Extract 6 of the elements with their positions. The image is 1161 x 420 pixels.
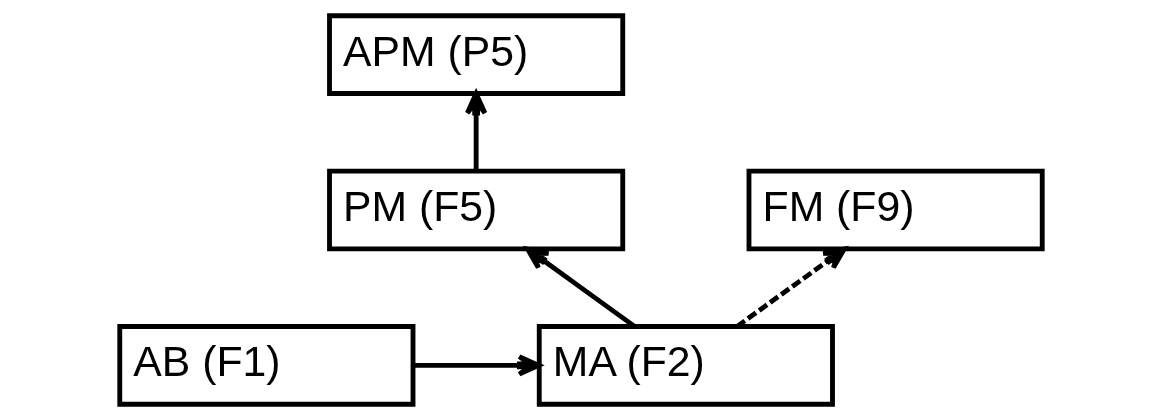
arrow [735,246,847,329]
node-box: FM (F9) [746,168,1045,252]
node-box: AB (F1) [116,324,415,407]
node-box: APM (P5) [326,13,625,96]
node-box: MA (F2) [536,324,835,407]
node-box: PM (F5) [326,168,625,252]
